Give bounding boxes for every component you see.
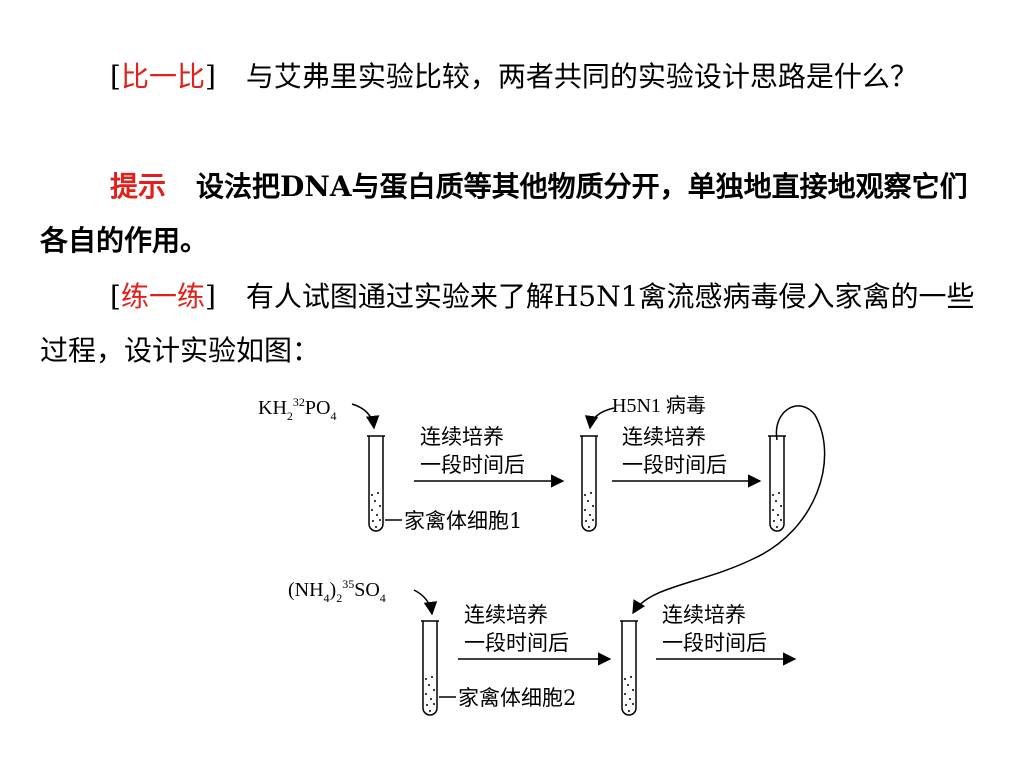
bracket-open: [ xyxy=(110,280,121,313)
bracket-close: ] xyxy=(204,280,216,313)
culture-label-1b: 一段时间后 xyxy=(420,453,525,477)
reagent-kh2po4-label: KH232PO4 xyxy=(258,395,336,423)
cell-dots xyxy=(371,492,381,528)
culture-label-2a: 连续培养 xyxy=(622,425,706,449)
reagent2-arrow xyxy=(413,589,438,616)
culture-label-2b: 一段时间后 xyxy=(622,453,727,477)
test-tube-2 xyxy=(580,435,598,532)
exercise-paragraph: [练一练]有人试图通过实验来了解H5N1禽流感病毒侵入家禽的一些过程，设计实验如… xyxy=(40,270,980,378)
cell-dots xyxy=(624,676,634,712)
reagent-nh4so4-label: (NH4)235SO4 xyxy=(288,577,386,605)
test-tube-5 xyxy=(620,620,638,716)
virus-arrow xyxy=(584,407,615,430)
hint-text: 设法把DNA与蛋白质等其他物质分开，单独地直接地观察它们各自的作用。 xyxy=(40,170,968,257)
test-tube-3 xyxy=(768,435,786,532)
virus-label: H5N1 病毒 xyxy=(612,394,706,417)
culture-label-4a: 连续培养 xyxy=(662,603,746,627)
question-paragraph: [比一比] 与艾弗里实验比较，两者共同的实验设计思路是什么？ xyxy=(40,50,980,104)
hint-tag: 提示 xyxy=(110,170,167,203)
practice-tag: 练一练 xyxy=(120,280,205,313)
cell-dots xyxy=(584,492,594,528)
compare-tag: 比一比 xyxy=(120,60,205,93)
bracket-close: ] xyxy=(204,60,216,93)
culture-label-4b: 一段时间后 xyxy=(662,631,767,655)
cell2-label: 家禽体细胞2 xyxy=(458,686,576,710)
reagent1-arrow xyxy=(351,403,380,430)
question-text: 与艾弗里实验比较，两者共同的实验设计思路是什么？ xyxy=(245,60,918,93)
test-tube-4 xyxy=(421,620,439,716)
transfer-arrow xyxy=(632,405,826,615)
culture-label-1a: 连续培养 xyxy=(420,425,504,449)
cell-dots xyxy=(425,676,435,712)
cell1-label: 家禽体细胞1 xyxy=(404,509,522,533)
cell-dots xyxy=(772,492,782,528)
culture-label-3b: 一段时间后 xyxy=(464,631,569,655)
culture-label-3a: 连续培养 xyxy=(464,603,548,627)
bracket-open: [ xyxy=(110,60,121,93)
test-tube-1 xyxy=(367,435,385,532)
exercise-text: 有人试图通过实验来了解H5N1禽流感病毒侵入家禽的一些过程，设计实验如图： xyxy=(40,280,975,367)
hint-paragraph: 提示设法把DNA与蛋白质等其他物质分开，单独地直接地观察它们各自的作用。 xyxy=(40,160,980,268)
